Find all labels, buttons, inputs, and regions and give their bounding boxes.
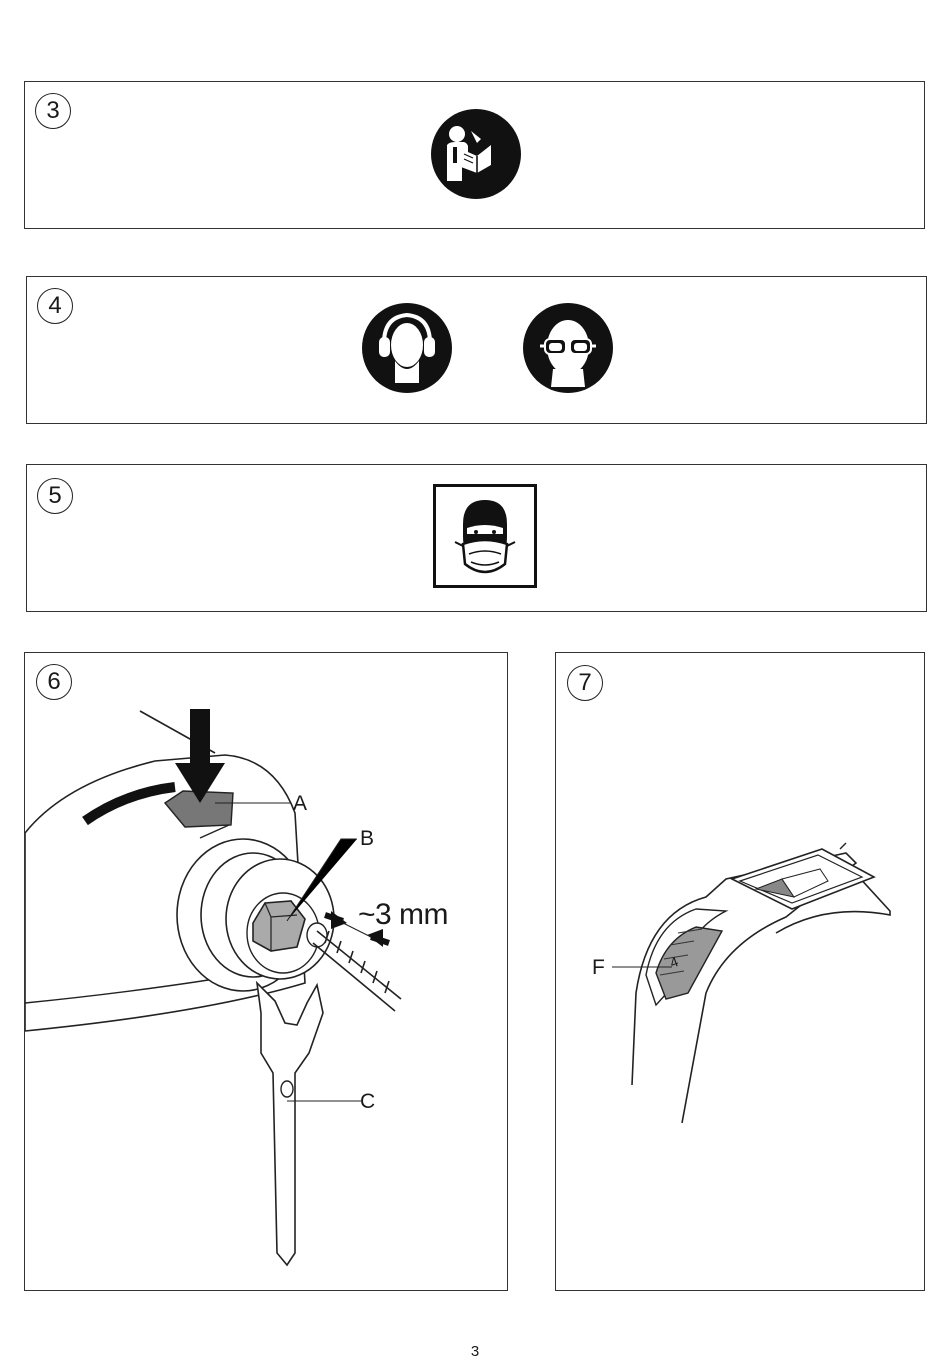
figure-4-panel: 4	[26, 276, 927, 424]
tool-handle-illustration	[556, 653, 924, 1290]
read-manual-icon	[431, 109, 521, 199]
figure-6-panel: 6	[24, 652, 508, 1291]
label-a: A	[293, 793, 307, 814]
figure-3-panel: 3	[24, 81, 925, 229]
figure-7-panel: 7 F 4	[555, 652, 925, 1291]
figure-4-number: 4	[37, 288, 73, 324]
eye-protection-icon	[523, 303, 613, 393]
dimension-label: ~3 mm	[358, 900, 448, 930]
tool-nozzle-illustration	[25, 653, 507, 1290]
page-number: 3	[0, 1343, 950, 1360]
figure-5-number: 5	[37, 478, 73, 514]
label-f: F	[592, 957, 605, 978]
figure-5-panel: 5	[26, 464, 927, 612]
label-b: B	[360, 828, 374, 849]
figure-3-number: 3	[35, 93, 71, 129]
label-c: C	[360, 1091, 375, 1112]
ear-protection-icon	[362, 303, 452, 393]
dust-mask-icon	[433, 484, 537, 588]
